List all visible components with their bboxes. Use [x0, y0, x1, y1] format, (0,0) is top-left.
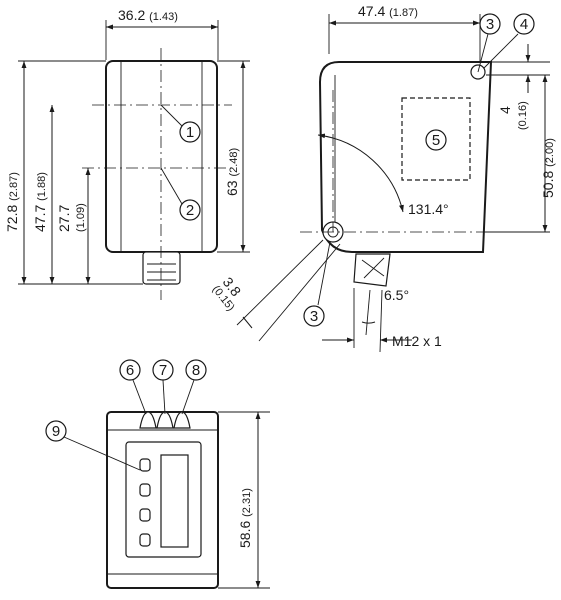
sensor-body-front [105, 60, 218, 253]
callout-1: 1 [186, 124, 194, 141]
callout-3: 3 [486, 16, 494, 33]
button-2 [139, 483, 151, 497]
side-view: 47.4 (1.87) 131.4° 4 (0.16) 50.8 [210, 3, 556, 353]
side-offset-top-in: (0.16) [517, 101, 529, 130]
front-height-low-in: (1.09) [75, 203, 87, 232]
rear-view: 58.6 (2.31) 6 7 8 9 [45, 359, 270, 589]
callout-3b: 3 [310, 308, 318, 325]
callout-9: 9 [52, 423, 60, 440]
side-height: 50.8 (2.00) [540, 138, 556, 198]
callout-2: 2 [186, 202, 194, 219]
button-3 [139, 508, 151, 522]
front-width-label: 36.2 (1.43) [118, 7, 178, 23]
side-thread: M12 x 1 [392, 333, 442, 349]
callout-8: 8 [192, 362, 200, 379]
connector-side [353, 253, 391, 287]
side-width-label: 47.4 (1.87) [358, 3, 418, 19]
button-1 [139, 458, 151, 472]
rear-height: 58.6 (2.31) [237, 488, 253, 548]
display [160, 454, 189, 548]
sensor-body-side [318, 61, 493, 253]
side-angle: 131.4° [408, 201, 449, 217]
front-height-low: 27.7 [56, 205, 72, 232]
connector-front [142, 251, 181, 285]
callout-7: 7 [159, 362, 167, 379]
callout-6: 6 [126, 362, 134, 379]
button-4 [139, 533, 151, 547]
front-height-mid: 47.7 (1.88) [32, 172, 48, 232]
front-view: 36.2 (1.43) 72.8 (2.87) 47.7 (1.88) 27.7… [4, 7, 250, 300]
side-offset-top: 4 [497, 106, 513, 114]
callout-4: 4 [520, 16, 528, 33]
callout-5: 5 [432, 132, 440, 149]
front-height-body: 63 (2.48) [224, 148, 240, 196]
front-height-total: 72.8 (2.87) [4, 172, 20, 232]
side-conn-angle: 6.5° [384, 287, 409, 303]
